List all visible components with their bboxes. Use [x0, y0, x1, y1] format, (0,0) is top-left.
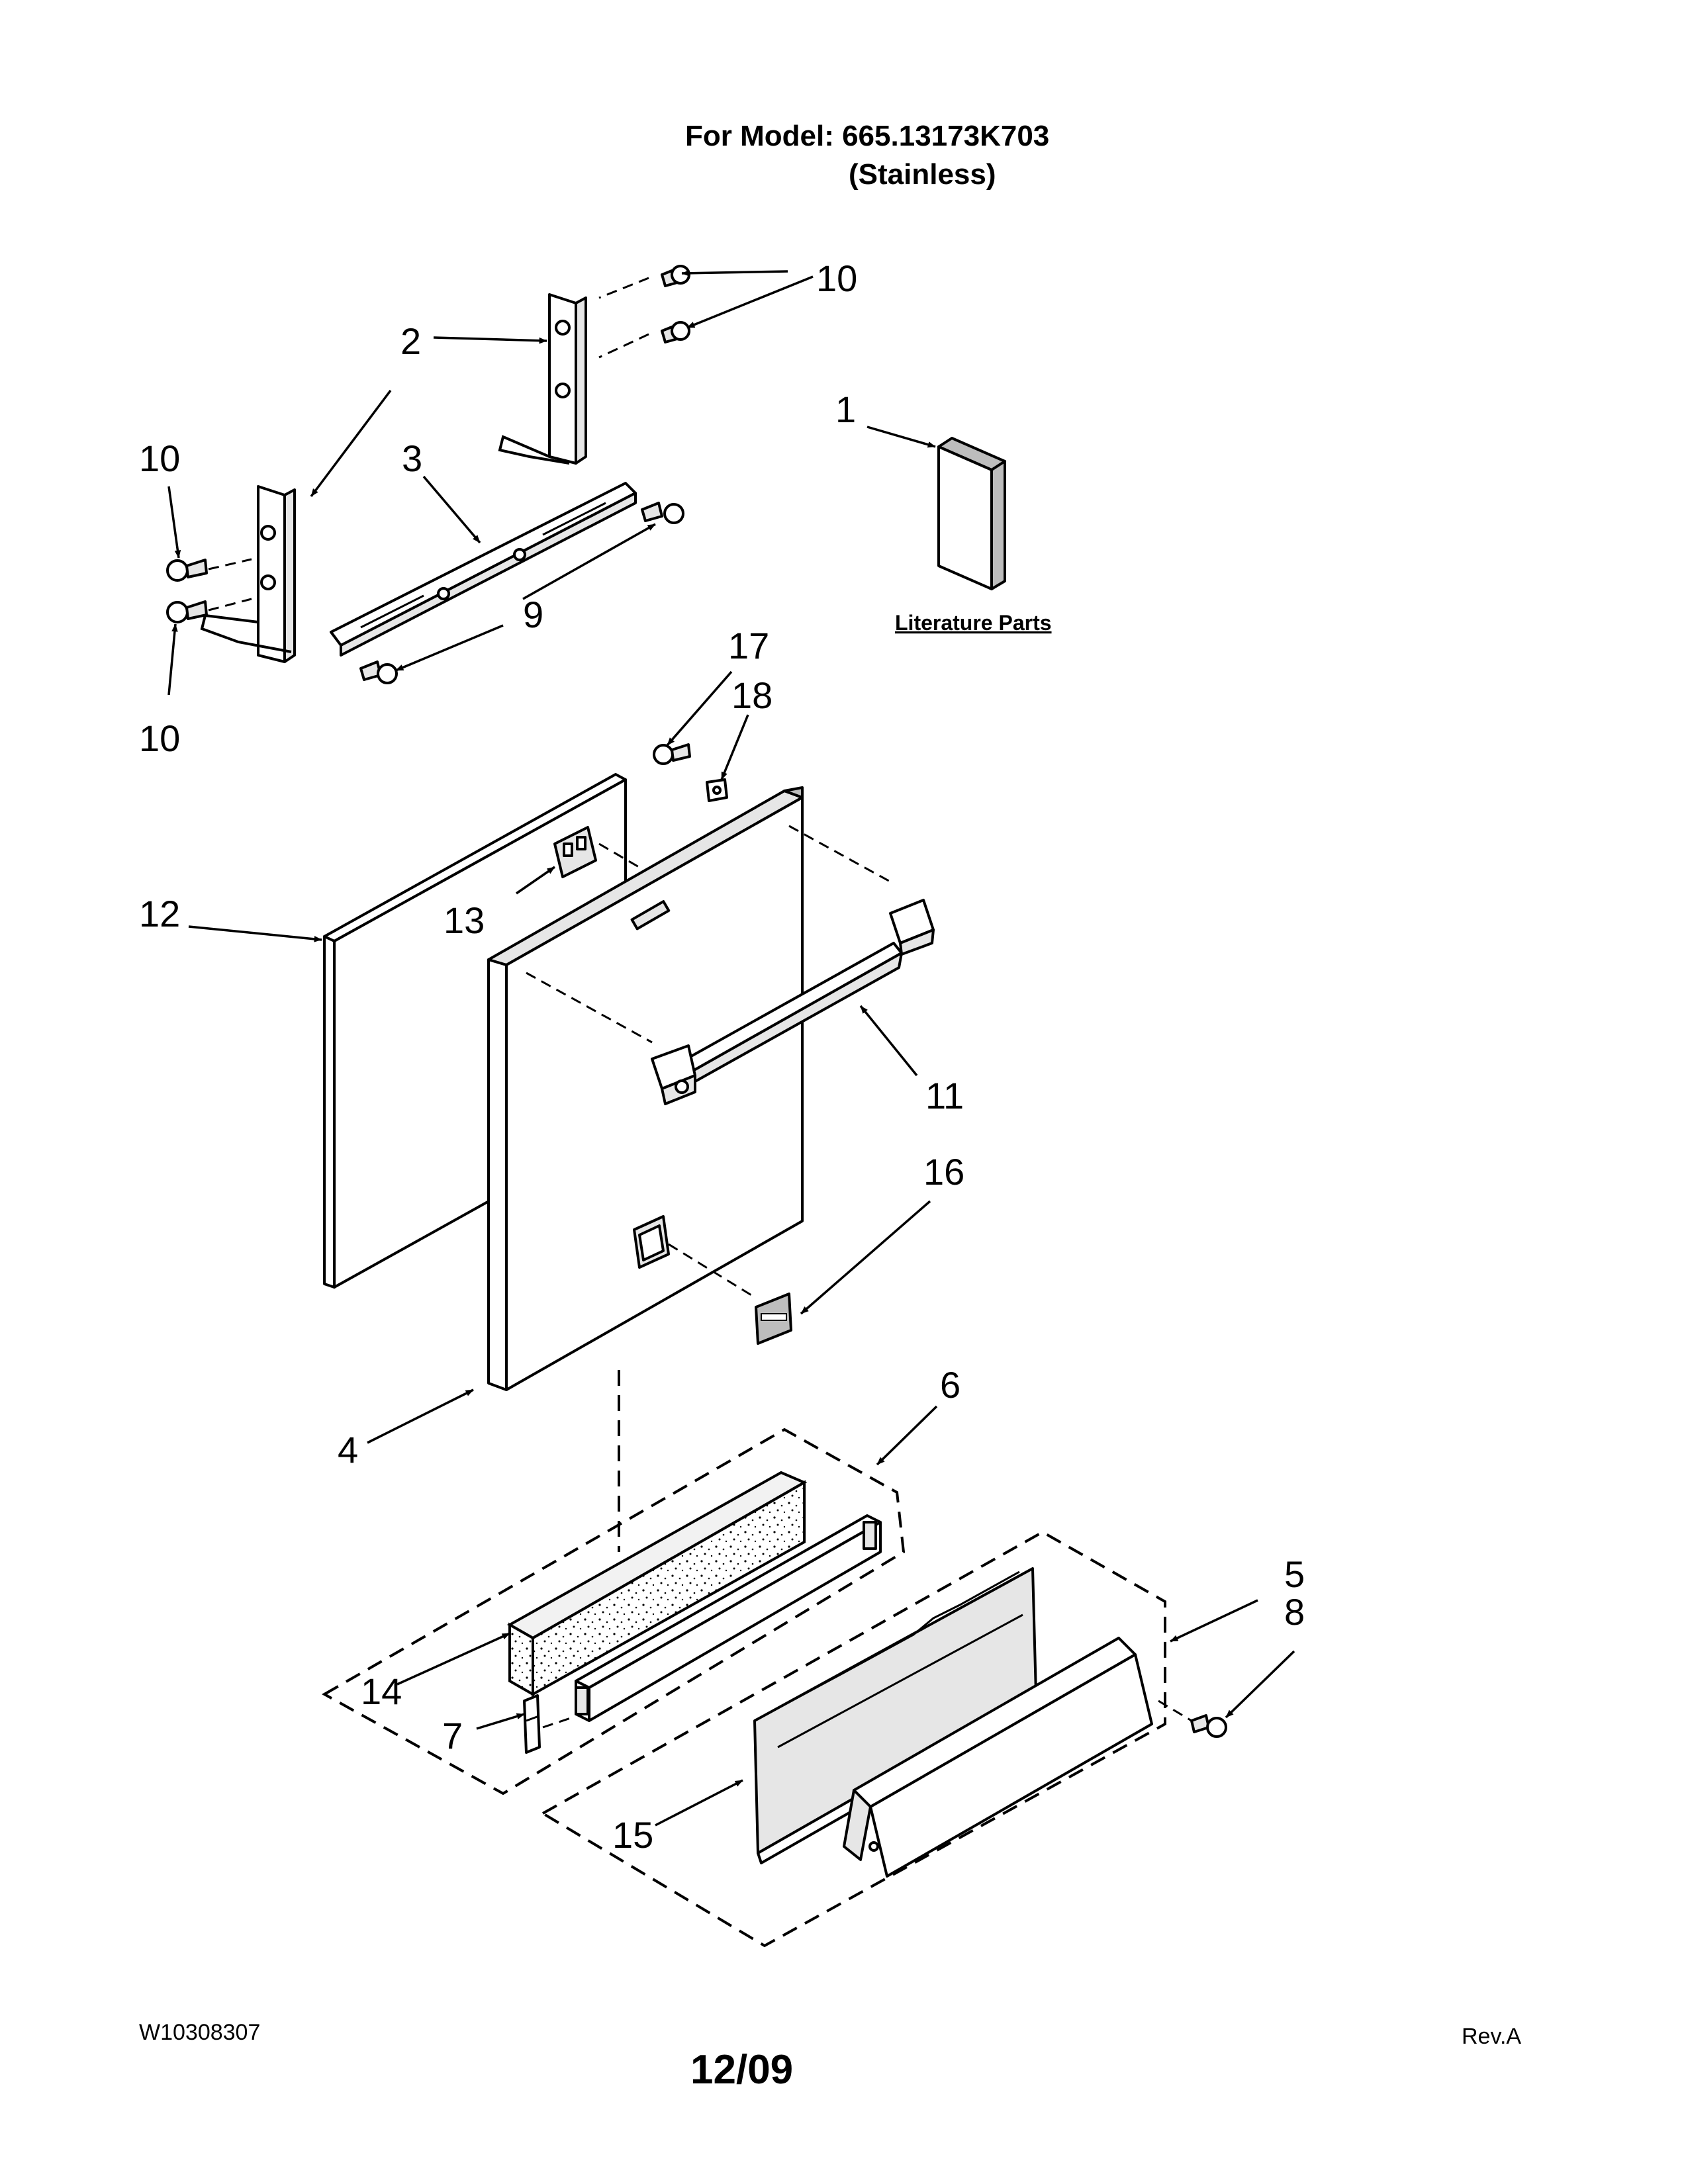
- finish-subtitle: (Stainless): [849, 158, 996, 191]
- assembly-group-5-boundary: [540, 1530, 1166, 1948]
- door-handle: [526, 825, 935, 1105]
- callout-10: 10: [139, 437, 180, 479]
- toe-panel-strip: [575, 1514, 882, 1722]
- badge-recess: [633, 1215, 670, 1269]
- callout-18: 18: [731, 674, 773, 716]
- mounting-rail: [330, 482, 637, 657]
- model-title: For Model: 665.13173K703: [685, 120, 1049, 152]
- callout-1: 1: [835, 388, 856, 430]
- callout-7: 7: [442, 1715, 463, 1756]
- screw-17: [653, 743, 691, 765]
- assembly-line: [1158, 1700, 1192, 1722]
- assembly-line: [598, 333, 649, 359]
- literature-parts-label: Literature Parts: [895, 611, 1052, 635]
- screw-10-upper-b: [661, 321, 690, 343]
- callout-13: 13: [444, 899, 485, 941]
- callout-8: 8: [1284, 1591, 1305, 1633]
- callout-6: 6: [940, 1364, 961, 1406]
- screw-9-left: [359, 660, 398, 684]
- screw-8: [1190, 1714, 1227, 1738]
- callout-2: 2: [400, 320, 421, 362]
- clip-18: [706, 778, 728, 802]
- screw-10-left-a: [166, 559, 208, 582]
- assembly-line: [542, 1716, 573, 1729]
- right-hinge-bracket: [498, 293, 587, 465]
- assembly-line: [788, 825, 894, 885]
- assembly-line: [208, 558, 252, 570]
- leader-arrows: [167, 269, 1295, 1827]
- callout-15: 15: [612, 1814, 653, 1856]
- hinge-plate: [553, 826, 597, 878]
- callout-10: 10: [816, 257, 857, 299]
- callout-12: 12: [139, 893, 180, 934]
- toe-kick-bracket: [843, 1637, 1153, 1878]
- screw-9-right: [641, 502, 684, 524]
- callout-11: 11: [925, 1075, 964, 1116]
- toe-panel-clip: [523, 1694, 541, 1754]
- callout-4: 4: [338, 1429, 358, 1471]
- left-hinge-bracket: [200, 485, 296, 663]
- callout-10: 10: [139, 717, 180, 759]
- screw-10-left-b: [166, 600, 208, 623]
- assembly-line: [208, 598, 252, 612]
- callout-14: 14: [361, 1670, 402, 1712]
- callout-17: 17: [728, 625, 769, 666]
- assembly-line: [598, 277, 649, 299]
- callout-9: 9: [523, 594, 543, 635]
- assembly-line: [526, 972, 653, 1044]
- revision-date: 12/09: [690, 2047, 793, 2093]
- screw-10-upper-a: [661, 265, 690, 287]
- outer-door-panel: [487, 786, 804, 1391]
- document-number: W10308307: [139, 2020, 260, 2045]
- callout-5: 5: [1284, 1553, 1305, 1595]
- assembly-group-6-boundary: [321, 1428, 906, 1796]
- callout-3: 3: [402, 437, 422, 479]
- assembly-line: [598, 842, 639, 868]
- callout-16: 16: [923, 1151, 964, 1193]
- revision-label: Rev.A: [1462, 2024, 1521, 2049]
- insulation-foam: [506, 1471, 808, 1697]
- literature-book: [937, 437, 1006, 590]
- door-badge: [755, 1293, 792, 1345]
